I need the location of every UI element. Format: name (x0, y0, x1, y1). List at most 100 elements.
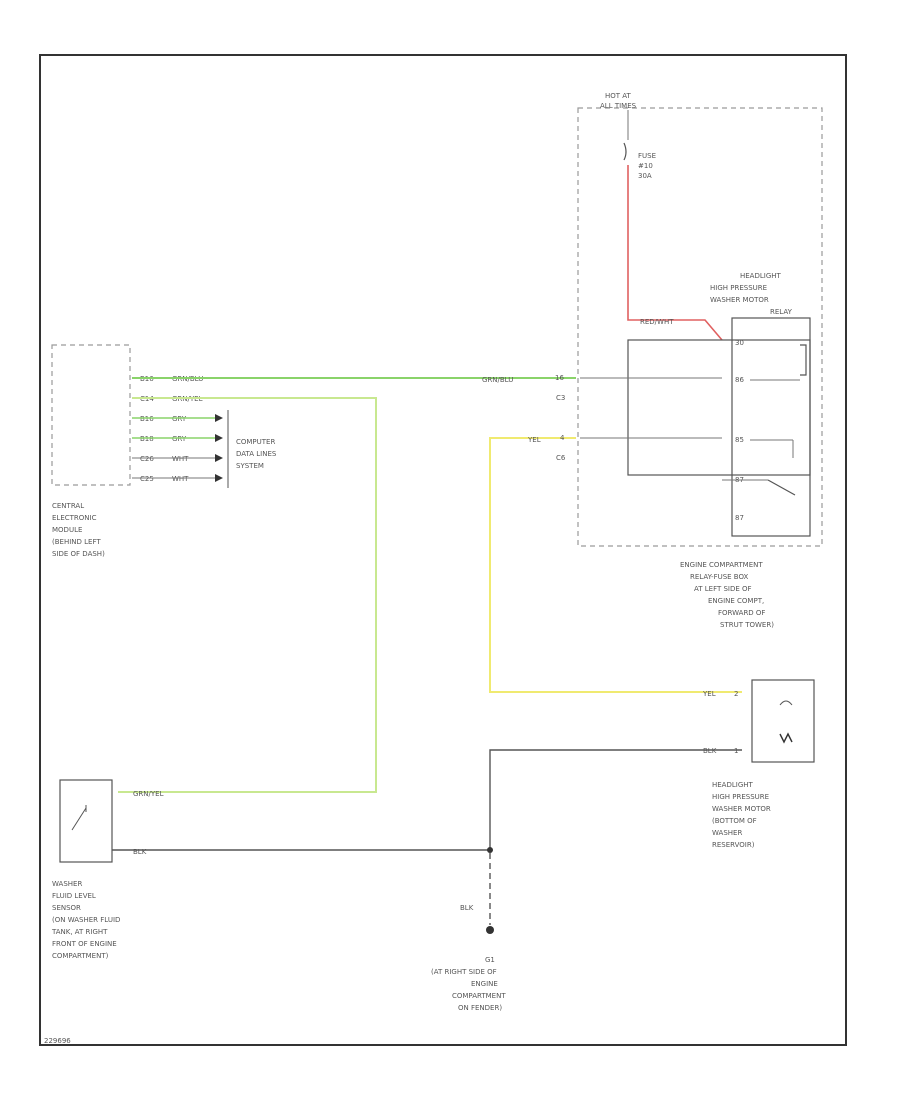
svg-text:HIGH PRESSURE: HIGH PRESSURE (710, 284, 767, 292)
svg-text:30: 30 (735, 339, 744, 347)
yel-connector-wire-label: YEL (527, 436, 541, 444)
ground-g1-label: G1 (AT RIGHT SIDE OF ENGINE COMPARTMENT … (431, 956, 506, 1012)
svg-text:GRY: GRY (172, 435, 187, 443)
grn-yel-wire (118, 397, 377, 793)
connector-c3-label: C3 (556, 394, 565, 402)
svg-text:HEADLIGHT: HEADLIGHT (712, 781, 754, 789)
svg-text:SIDE OF DASH): SIDE OF DASH) (52, 550, 105, 558)
fuse-symbol (623, 142, 627, 161)
ground-wire-label: BLK (460, 904, 474, 912)
svg-text:FUSE: FUSE (638, 152, 656, 160)
svg-text:(ON WASHER FLUID: (ON WASHER FLUID (52, 916, 120, 924)
central-electronic-module-outline (51, 344, 131, 486)
relay-pin-87-label: 87 (735, 514, 744, 522)
svg-text:#10: #10 (638, 162, 653, 170)
svg-text:C25: C25 (140, 475, 154, 483)
svg-text:SENSOR: SENSOR (52, 904, 81, 912)
svg-text:G1: G1 (485, 956, 495, 964)
ground-symbol (486, 926, 494, 934)
motor-yel-wire-label: YEL (702, 690, 716, 698)
cem-pin-labels: B16 C14 B16 B18 C26 C25 (140, 375, 154, 483)
svg-text:AT LEFT SIDE OF: AT LEFT SIDE OF (694, 585, 752, 593)
svg-text:B18: B18 (140, 435, 154, 443)
svg-text:RELAY: RELAY (770, 308, 793, 316)
svg-text:COMPARTMENT): COMPARTMENT) (52, 952, 109, 960)
svg-text:HIGH PRESSURE: HIGH PRESSURE (712, 793, 769, 801)
svg-text:HOT AT: HOT AT (605, 92, 632, 100)
svg-text:B16: B16 (140, 415, 154, 423)
svg-text:WASHER MOTOR: WASHER MOTOR (710, 296, 769, 304)
washer-motor-body (751, 679, 815, 763)
svg-text:MODULE: MODULE (52, 526, 82, 534)
svg-text:85: 85 (735, 436, 744, 444)
relay-switch-arm (767, 479, 796, 496)
sensor-grn-yel-wire-label: GRN/YEL (133, 790, 164, 798)
motor-pin-1: 1 (734, 747, 738, 755)
washer-motor-label: HEADLIGHT HIGH PRESSURE WASHER MOTOR (BO… (712, 781, 771, 849)
svg-text:DATA LINES: DATA LINES (236, 450, 277, 458)
connector-c6-label: C6 (556, 454, 566, 462)
svg-text:ENGINE COMPARTMENT: ENGINE COMPARTMENT (680, 561, 763, 569)
svg-text:WHT: WHT (172, 455, 189, 463)
red-feed-wire (627, 165, 723, 341)
relay-fuse-box-outline (577, 107, 823, 547)
figure-code: 229696 (44, 1037, 71, 1045)
grn-blu-connector-wire-label: GRN/BLU (482, 376, 513, 384)
svg-text:(AT RIGHT SIDE OF: (AT RIGHT SIDE OF (431, 968, 497, 976)
svg-text:86: 86 (735, 376, 744, 384)
fuse-label: FUSE #10 30A (638, 152, 656, 180)
svg-text:ON FENDER): ON FENDER) (458, 1004, 502, 1012)
washer-fluid-sensor-label: WASHER FLUID LEVEL SENSOR (ON WASHER FLU… (51, 880, 120, 960)
svg-text:STRUT TOWER): STRUT TOWER) (720, 621, 774, 629)
svg-text:(BEHIND LEFT: (BEHIND LEFT (52, 538, 101, 546)
sensor-switch-symbol (71, 805, 87, 831)
svg-text:FLUID LEVEL: FLUID LEVEL (52, 892, 96, 900)
computer-data-lines-label: COMPUTER DATA LINES SYSTEM (236, 438, 277, 470)
ground-splice (487, 847, 493, 853)
red-wire-label: RED/WHT (640, 318, 674, 326)
connector-c3-pin: 16 (555, 374, 564, 382)
connector-c6-pin: 4 (560, 434, 565, 442)
svg-text:RELAY-FUSE BOX: RELAY-FUSE BOX (690, 573, 749, 581)
motor-terminal-symbol (779, 700, 793, 706)
relay-title: HEADLIGHT HIGH PRESSURE WASHER MOTOR REL… (710, 272, 793, 316)
relay-pins: 30 86 85 87 (735, 339, 744, 484)
hot-at-all-times-label: HOT AT ALL TIMES (600, 92, 637, 110)
svg-text:COMPUTER: COMPUTER (236, 438, 275, 446)
svg-text:GRY: GRY (172, 415, 187, 423)
svg-text:WASHER: WASHER (52, 880, 82, 888)
relay-coil (800, 344, 807, 376)
motor-pin-2: 2 (734, 690, 738, 698)
cem-wire-labels: GRN/BLU GRN/YEL GRY GRY WHT WHT (172, 375, 203, 483)
relay-inner-box (627, 339, 811, 476)
svg-text:C26: C26 (140, 455, 154, 463)
data-line-arrows (215, 414, 223, 482)
svg-text:ENGINE: ENGINE (471, 980, 498, 988)
washer-fluid-sensor-body (59, 779, 113, 863)
motor-blk-wire-label: BLK (703, 747, 717, 755)
svg-text:WASHER MOTOR: WASHER MOTOR (712, 805, 771, 813)
svg-text:HEADLIGHT: HEADLIGHT (740, 272, 782, 280)
svg-text:CENTRAL: CENTRAL (52, 502, 84, 510)
svg-text:SYSTEM: SYSTEM (236, 462, 264, 470)
svg-text:FORWARD OF: FORWARD OF (718, 609, 765, 617)
yel-wire (489, 437, 742, 693)
svg-text:ELECTRONIC: ELECTRONIC (52, 514, 97, 522)
svg-text:30A: 30A (638, 172, 652, 180)
sensor-blk-wire-label: BLK (133, 848, 147, 856)
svg-text:RESERVOIR): RESERVOIR) (712, 841, 755, 849)
motor-blk-wire (489, 749, 742, 850)
svg-text:(BOTTOM OF: (BOTTOM OF (712, 817, 757, 825)
svg-text:COMPARTMENT: COMPARTMENT (452, 992, 506, 1000)
relay-body (731, 317, 811, 537)
svg-text:WASHER: WASHER (712, 829, 742, 837)
svg-text:ALL TIMES: ALL TIMES (600, 102, 637, 110)
diagram-frame (39, 54, 847, 1046)
svg-text:WHT: WHT (172, 475, 189, 483)
svg-text:ENGINE COMPT,: ENGINE COMPT, (708, 597, 764, 605)
relay-fuse-box-label: ENGINE COMPARTMENT RELAY-FUSE BOX AT LEF… (680, 561, 774, 629)
motor-ground-symbol (779, 732, 793, 744)
svg-text:TANK, AT RIGHT: TANK, AT RIGHT (51, 928, 108, 936)
svg-text:FRONT OF ENGINE: FRONT OF ENGINE (52, 940, 117, 948)
